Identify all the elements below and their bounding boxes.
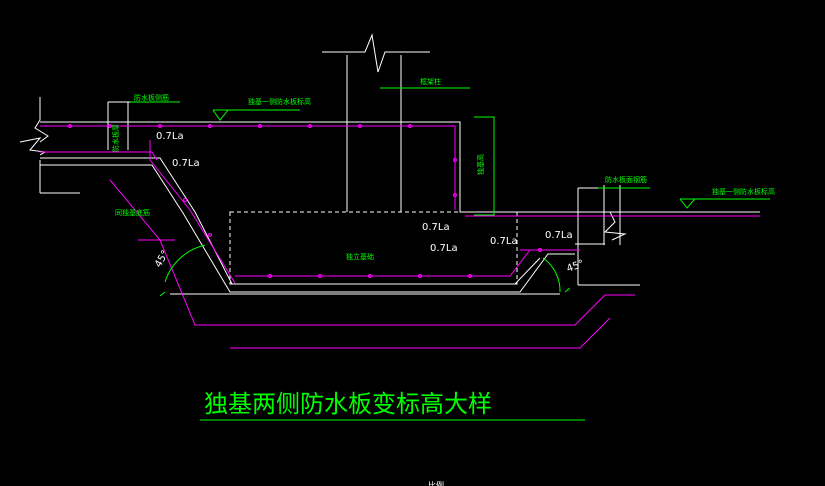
anchor-label-1: 0.7La (156, 131, 184, 142)
angle-label-right: 45° (565, 258, 585, 274)
label-plate-top-left: 防水板侧筋 (134, 93, 169, 102)
anchor-label-3: 0.7La (422, 222, 450, 233)
rebar-footing-bottom (235, 249, 531, 277)
anchor-label-6: 0.7La (545, 230, 573, 241)
inner-slope-line (40, 157, 541, 285)
slab-bottom-line (40, 164, 575, 293)
left-break-symbol (19, 137, 47, 156)
dimension-lines (130, 87, 770, 421)
rebar-top-left (40, 125, 456, 210)
rebar-group (40, 125, 760, 349)
label-plate-top-right: 防水板面钢筋 (605, 175, 647, 184)
angle-label-left: 45° (153, 249, 171, 270)
elev-marker-left (212, 109, 230, 121)
rebar-bottom-left (40, 151, 158, 161)
elev-marker-right (679, 198, 697, 209)
angle-arc-left (164, 244, 206, 283)
rebar-outer-2 (230, 317, 611, 349)
label-footing: 独立基础 (346, 252, 374, 261)
label-wall-note: 同独基底筋 (115, 208, 150, 217)
right-break (603, 211, 627, 241)
footing-dashed (229, 211, 518, 285)
rebar-outer-bottom (109, 179, 635, 326)
vertical-dimension (474, 116, 495, 216)
bottom-note: 比例 (428, 480, 444, 486)
angle-arc-right (542, 257, 561, 293)
left-break (34, 97, 49, 143)
drawing-title: 独基两侧防水板变标高大样 (204, 390, 492, 418)
rebar-dots (68, 124, 542, 278)
arc-tick-left (159, 291, 166, 297)
anchor-label-4: 0.7La (430, 243, 458, 254)
rebar-slope-left (149, 140, 236, 284)
arc-tick-right (564, 287, 571, 293)
label-left-vertical: 防水板厚 (111, 124, 120, 152)
column-break (322, 33, 430, 73)
concrete-outline (19, 33, 760, 295)
anchor-label-5: 0.7La (490, 236, 518, 247)
label-vertical-dim: 独基高 (476, 154, 485, 175)
anchor-label-2: 0.7La (172, 158, 200, 169)
label-plate-elev-left: 独基一侧防水板标高 (248, 97, 311, 106)
label-plate-elev-right: 独基一侧防水板标高 (712, 187, 775, 196)
slab-top-line (40, 121, 760, 213)
label-column: 框架柱 (420, 77, 441, 86)
